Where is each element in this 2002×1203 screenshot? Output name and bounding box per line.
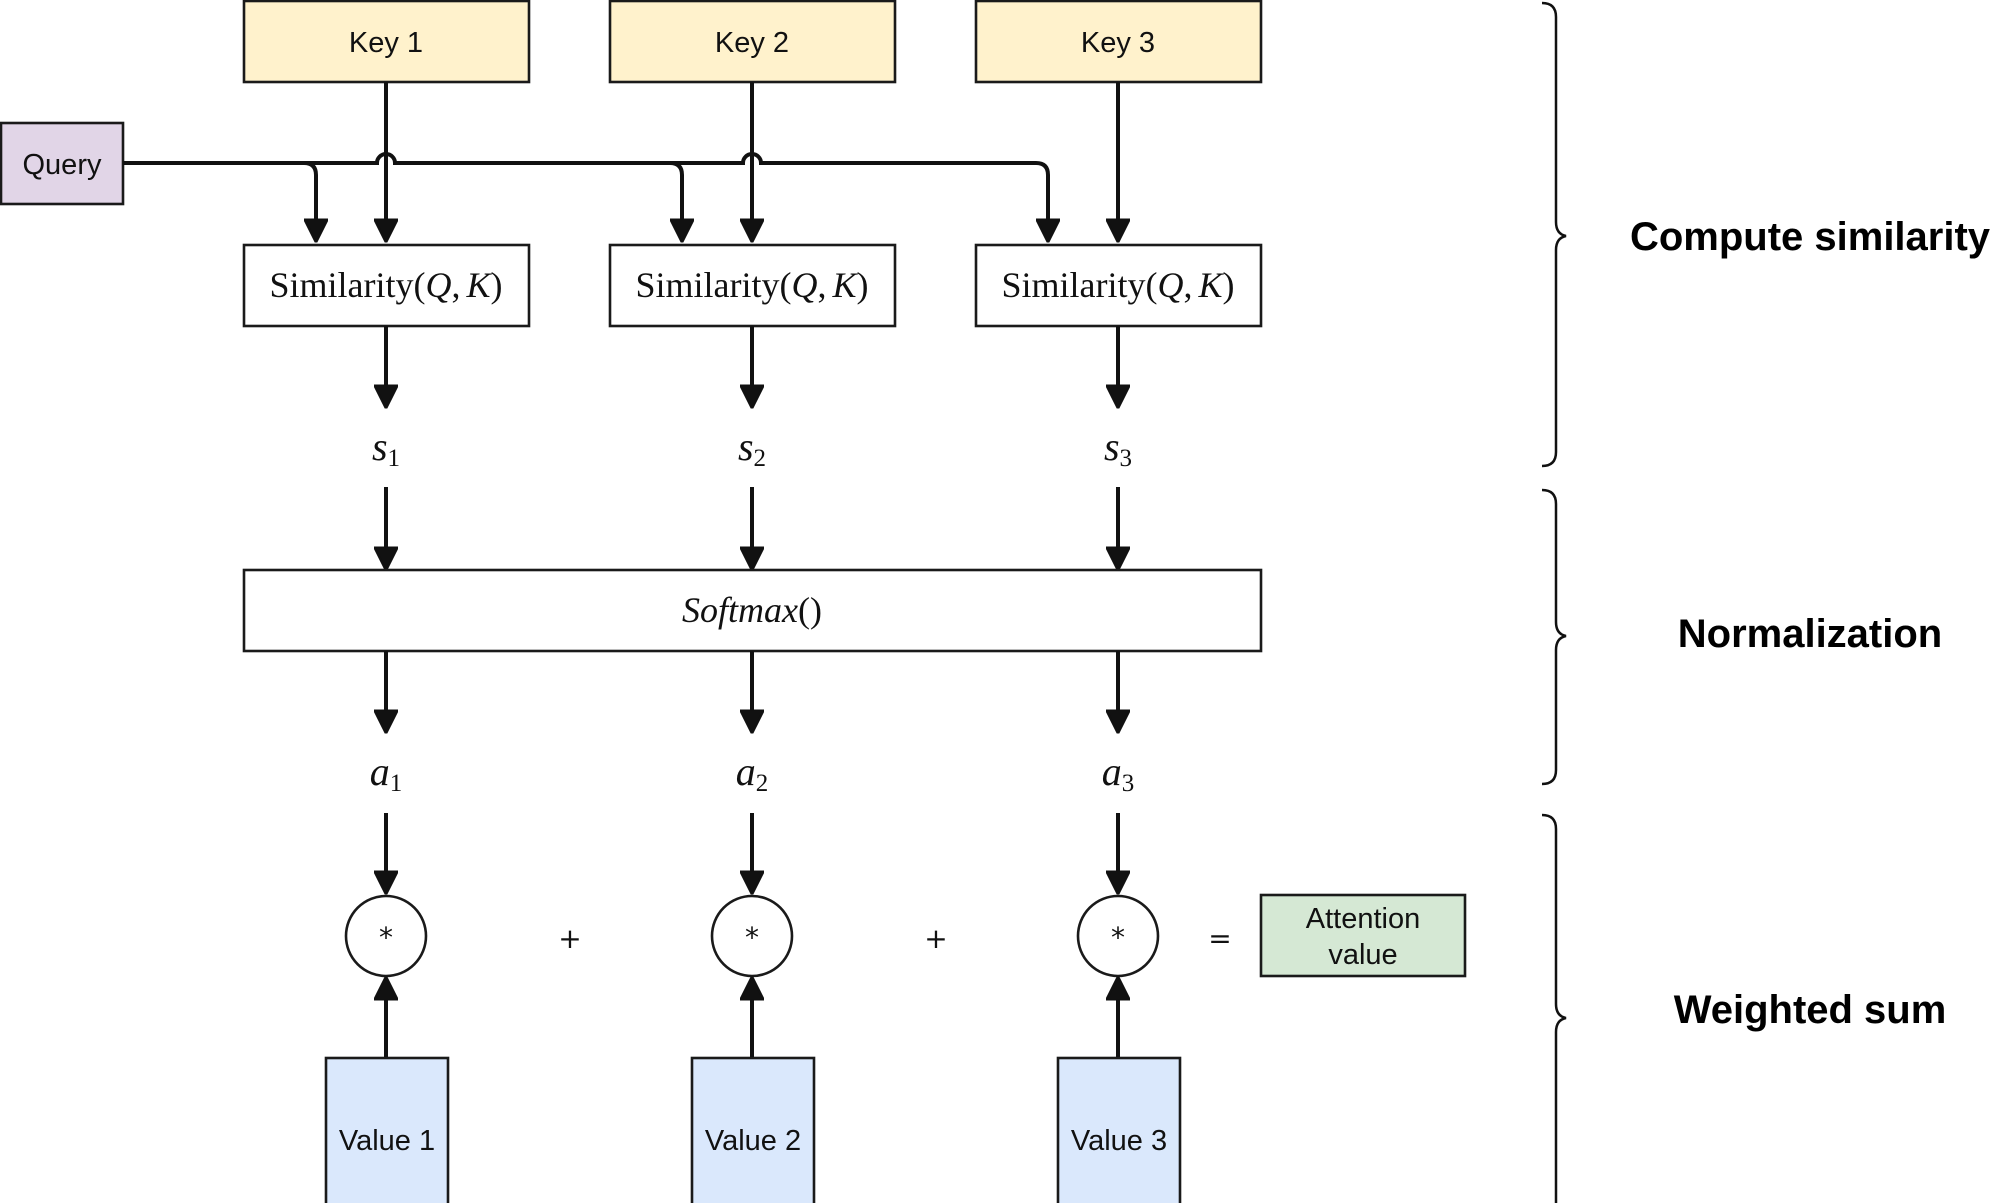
similarity-1-formula: Similarity(Q,K) [269,265,502,305]
value-3-label: Value 3 [1071,1125,1167,1157]
similarity-box-3-shape [974,243,1263,328]
multiply-node-2: * [710,894,794,978]
brace-weighted-sum [1541,813,1567,1203]
score-s3: s3 [1104,424,1132,472]
value-box-2: Value 2 [690,1056,816,1203]
attention-value-line-2: value [1328,939,1397,971]
key-1-label: Key 1 [349,27,423,59]
key-box-3: Key 3 [974,0,1263,84]
key-box-2-shape [608,0,897,84]
value-2-label: Value 2 [705,1125,801,1157]
query-connector-line [123,152,1048,240]
multiply-circle-2 [710,894,794,978]
key-2-label: Key 2 [715,27,789,59]
key-box-2: Key 2 [608,0,897,84]
query-to-sim-1-arrow [303,161,316,240]
similarity-box-3: Similarity(Q,K) [974,243,1263,328]
softmax-box-shape [242,568,1263,653]
similarity-2-formula: Similarity(Q,K) [635,265,868,305]
plus-symbol-2: + [924,922,947,955]
softmax-label: Softmax() [682,590,822,630]
value-box-1: Value 1 [324,1056,450,1203]
score-s2: s2 [738,424,766,472]
key-3-label: Key 3 [1081,27,1155,59]
brace-normalization [1541,488,1567,786]
weight-a3: a3 [1102,749,1135,797]
value-box-3: Value 3 [1056,1056,1182,1203]
multiply-symbol-2: * [745,921,759,954]
key-box-1: Key 1 [242,0,531,84]
weight-a1: a1 [370,749,403,797]
value-1-label: Value 1 [339,1125,435,1157]
query-label: Query [23,149,102,181]
equals-symbol: = [1208,922,1231,955]
multiply-node-3: * [1076,894,1160,978]
key-box-1-shape [242,0,531,84]
softmax-box: Softmax() [242,568,1263,653]
attention-value-line-1: Attention [1306,903,1420,935]
attention-value-box-shape [1259,893,1467,978]
section-normalization: Normalization [1678,612,1942,656]
brace-compute-similarity [1541,1,1567,468]
multiply-symbol-3: * [1111,921,1125,954]
similarity-box-1: Similarity(Q,K) [242,243,531,328]
value-box-3-shape [1056,1056,1182,1203]
multiply-circle-1 [344,894,428,978]
key-box-3-shape [974,0,1263,84]
multiply-circle-3 [1076,894,1160,978]
plus-symbol-1: + [558,922,581,955]
weight-a2: a2 [736,749,769,797]
value-box-1-shape [324,1056,450,1203]
multiply-node-1: * [344,894,428,978]
section-compute-similarity: Compute similarity [1630,215,1991,259]
similarity-3-formula: Similarity(Q,K) [1001,265,1234,305]
similarity-box-2: Similarity(Q,K) [608,243,897,328]
score-s1: s1 [372,424,400,472]
multiply-symbol-1: * [379,921,393,954]
value-box-2-shape [690,1056,816,1203]
section-weighted-sum: Weighted sum [1674,988,1947,1032]
attention-value-box: Attention value [1259,893,1467,978]
query-box: Query [0,121,125,206]
query-to-sim-2-arrow [669,161,682,240]
